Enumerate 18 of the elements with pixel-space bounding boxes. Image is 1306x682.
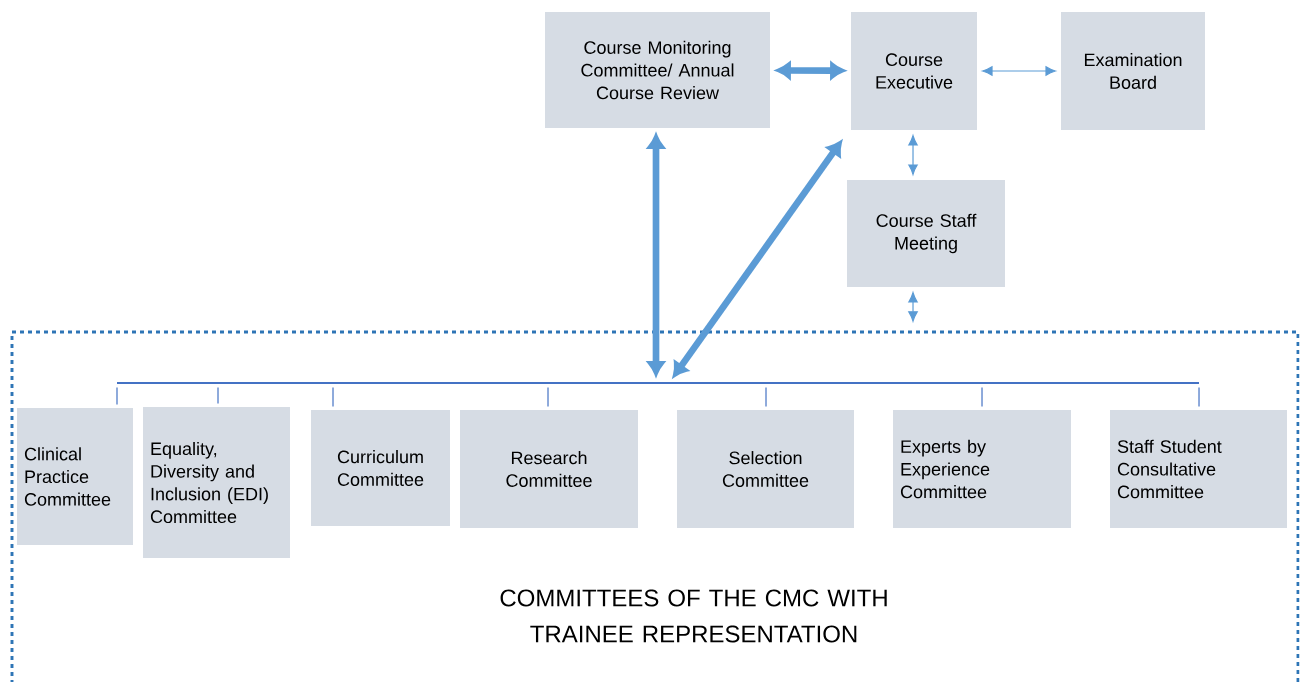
committee-box: Clinical Practice Committee [17,408,133,545]
arrow [647,134,665,376]
committee-box: Selection Committee [677,410,854,528]
arrow [908,135,918,175]
committee-box: Experts by Experience Committee [893,410,1071,528]
committee-box: Staff Student Consultative Committee [1110,410,1287,528]
committee-box: Examination Board [1061,12,1205,130]
committee-box: Course Staff Meeting [847,180,1005,287]
arrow [672,140,842,378]
committee-box: Curriculum Committee [311,410,450,526]
arrow [982,66,1056,76]
group-heading: COMMITTEES OF THE CMC WITH TRAINEE REPRESENTATION [500,589,887,643]
arrow [908,292,918,322]
committee-box: Equality, Diversity and Inclusion (EDI) Committee [143,407,290,558]
committee-box: Course Executive [851,12,977,130]
committee-box: Research Committee [460,410,638,528]
connector-bus [117,382,1199,384]
committee-box: Course Monitoring Committee/ Annual Course Review [545,12,770,128]
